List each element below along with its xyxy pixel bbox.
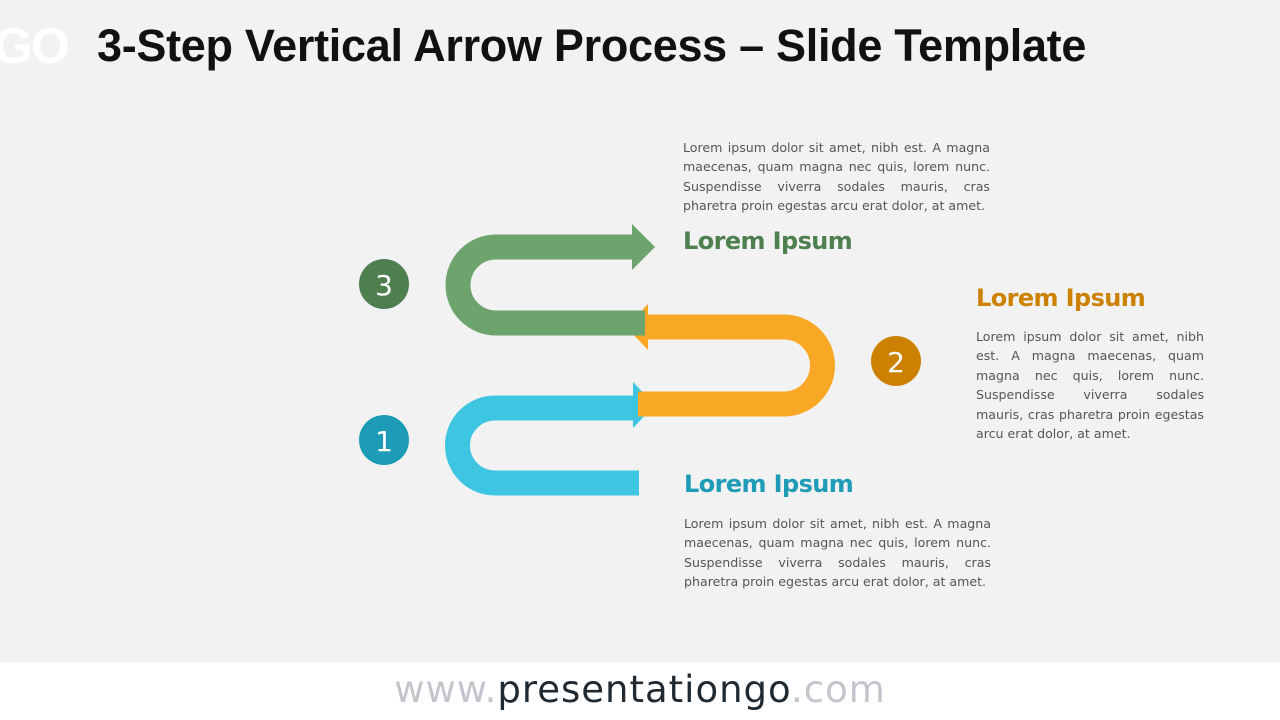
step-2-badge: 2 [871, 336, 921, 386]
process-diagram: 1 2 3 [359, 224, 921, 496]
step-3-description: Lorem ipsum dolor sit amet, nibh est. A … [683, 140, 990, 214]
footer-suffix: .com [791, 668, 886, 711]
footer-brand: presentationgo [497, 668, 792, 711]
step-3-arrow-head [632, 224, 655, 270]
step-3-arrow-band [445, 234, 645, 336]
step-3-heading: Lorem Ipsum [683, 227, 853, 255]
logo-mark: GO [0, 18, 70, 74]
footer-website: www.presentationgo.com [0, 662, 1280, 720]
step-1-heading: Lorem Ipsum [684, 470, 854, 498]
step-1-arrow-band [445, 395, 639, 496]
step-3-badge: 3 [359, 259, 409, 309]
step-1-description: Lorem ipsum dolor sit amet, nibh est. A … [684, 516, 991, 590]
step-2-arrow-band [638, 314, 835, 417]
step-1-number: 1 [375, 425, 393, 458]
step-2-description: Lorem ipsum dolor sit amet, nibh est. A … [976, 329, 1204, 442]
step-2-heading: Lorem Ipsum [976, 284, 1146, 312]
step-1-badge: 1 [359, 415, 409, 465]
footer-prefix: www. [394, 668, 498, 711]
step-2-number: 2 [887, 346, 905, 379]
slide-title: 3-Step Vertical Arrow Process – Slide Te… [97, 20, 1087, 71]
step-3-number: 3 [375, 269, 393, 302]
